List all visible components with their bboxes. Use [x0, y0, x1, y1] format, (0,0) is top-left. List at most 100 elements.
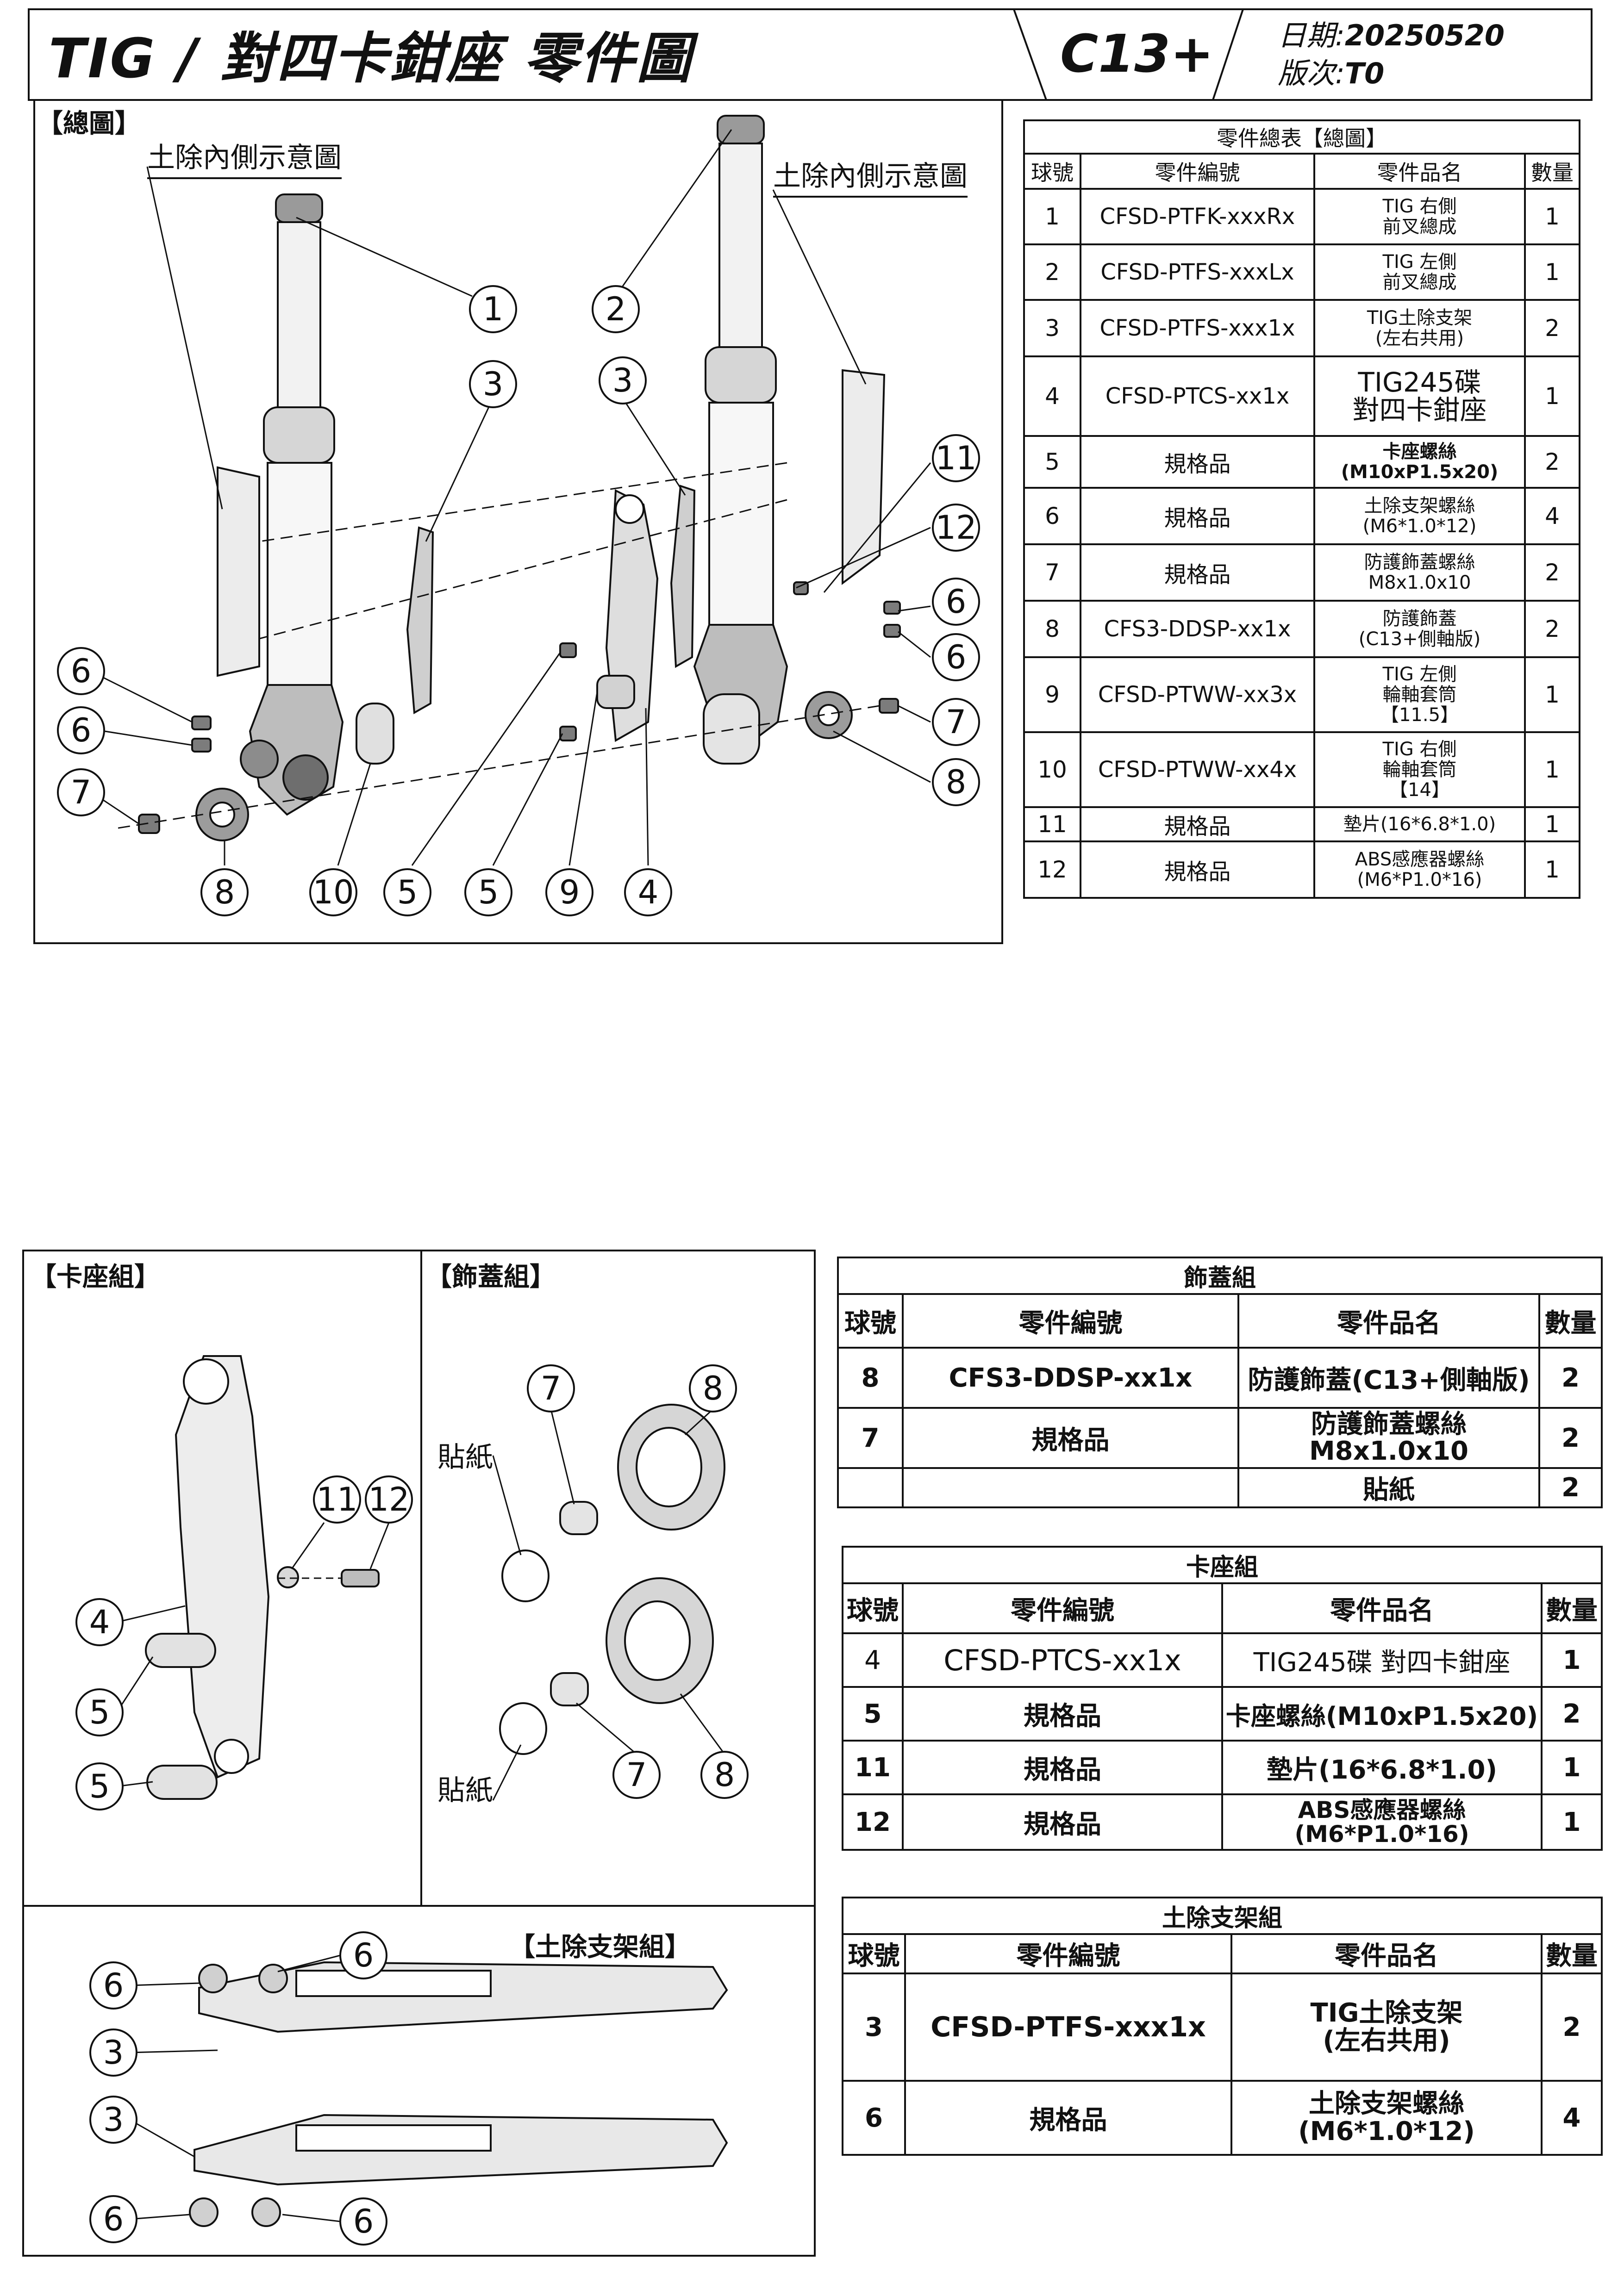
table-row: 11 規格品 墊片(16*6.8*1.0) 1 [842, 1740, 1603, 1795]
row-qty: 1 [1524, 806, 1580, 842]
cover-balloon-7-bottom: 7 [612, 1751, 661, 1799]
row-qty: 2 [1538, 1407, 1603, 1469]
balloon-8-a: 8 [932, 758, 980, 806]
row-no: 11 [842, 1740, 904, 1795]
table-row: 6 規格品 土除支架螺絲 (M6*1.0*12) 4 [842, 2080, 1603, 2156]
fender-balloon-3-b: 3 [89, 2096, 137, 2144]
version-label: 版次: [1278, 56, 1345, 90]
row-code: 規格品 [1080, 840, 1315, 899]
row-qty: 1 [1524, 840, 1580, 899]
balloon-7-a: 7 [932, 698, 980, 746]
fender-bracket-drawing [129, 1954, 728, 2227]
row-name: 墊片(16*6.8*1.0) [1313, 806, 1526, 842]
main-parts-table: 零件總表【總圖】 球號 零件編號 零件品名 數量 1 CFSD-PTFK-xxx… [1023, 119, 1580, 899]
row-qty: 2 [1540, 1686, 1603, 1742]
row-qty: 2 [1524, 435, 1580, 489]
balloon-6-b: 6 [932, 633, 980, 681]
row-name: 卡座螺絲 (M10xP1.5x20) [1313, 435, 1526, 489]
balloon-6-a: 6 [932, 578, 980, 626]
fender-balloon-3-a: 3 [89, 2028, 137, 2077]
fender-table-title: 土除支架組 [841, 1897, 1603, 1935]
row-code [902, 1467, 1239, 1508]
date-line: 日期:20250520 [1278, 21, 1505, 50]
caliper-table-title: 卡座組 [841, 1546, 1603, 1584]
date-label: 日期: [1278, 19, 1345, 52]
balloon-6-d: 6 [57, 706, 105, 754]
row-name: 防護飾蓋螺絲 M8x1.0x10 [1237, 1407, 1540, 1469]
table-row: 8 CFS3-DDSP-xx1x 防護飾蓋(C13+側軸版) 2 [837, 1347, 1603, 1409]
col-header-no: 球號 [837, 1293, 904, 1349]
sticker-label-top: 貼紙 [437, 1441, 493, 1474]
row-qty: 1 [1540, 1740, 1603, 1795]
row-no: 1 [1023, 188, 1081, 245]
version-value: T0 [1344, 56, 1385, 90]
row-no: 8 [1023, 600, 1081, 658]
overview-leader-lines [90, 129, 931, 866]
row-no: 10 [1023, 731, 1081, 808]
caliper-bracket-drawing [116, 1355, 390, 1800]
table-row: 4 CFSD-PTCS-xx1x TIG245碟 對四卡鉗座 1 [1023, 355, 1580, 437]
caliper-balloon-5-a: 5 [75, 1688, 124, 1736]
fender-balloon-6-d: 6 [339, 2197, 387, 2246]
balloon-4: 4 [624, 868, 672, 916]
col-header-no: 球號 [842, 1933, 906, 1974]
fender-balloon-6-a: 6 [89, 1961, 137, 2010]
row-code: CFSD-PTFS-xxx1x [904, 1972, 1232, 2082]
table-row: 10 CFSD-PTWW-xx4x TIG 右側 輪軸套筒 【14】 1 [1023, 731, 1580, 808]
row-no: 6 [1023, 487, 1081, 545]
main-table-title: 零件總表【總圖】 [1023, 119, 1580, 155]
col-header-no: 球號 [842, 1582, 904, 1634]
row-code: 規格品 [1080, 435, 1315, 489]
col-header-name: 零件品名 [1237, 1293, 1540, 1349]
row-code: 規格品 [902, 1686, 1223, 1742]
caliper-group-label: 【卡座組】 [31, 1262, 160, 1292]
balloon-9: 9 [545, 868, 593, 916]
row-no: 3 [842, 1972, 906, 2082]
row-code: CFSD-PTWW-xx4x [1080, 731, 1315, 808]
row-qty: 2 [1524, 299, 1580, 357]
row-code: 規格品 [1080, 806, 1315, 842]
row-name: 防護飾蓋(C13+側軸版) [1237, 1347, 1540, 1409]
table-row: 7 規格品 防護飾蓋螺絲 M8x1.0x10 2 [1023, 543, 1580, 602]
table-row: 9 CFSD-PTWW-xx3x TIG 左側 輪軸套筒 【11.5】 1 [1023, 656, 1580, 733]
col-header-name: 零件品名 [1230, 1933, 1543, 1974]
caliper-balloon-4: 4 [75, 1598, 124, 1646]
overview-panel [33, 99, 1003, 944]
table-row: 4 CFSD-PTCS-xx1x TIG245碟 對四卡鉗座 1 [842, 1632, 1603, 1688]
row-name: TIG 左側 輪軸套筒 【11.5】 [1313, 656, 1526, 733]
row-qty: 1 [1524, 656, 1580, 733]
caliper-balloon-11: 11 [313, 1475, 361, 1524]
row-qty: 2 [1524, 543, 1580, 602]
caliper-balloon-5-b: 5 [75, 1762, 124, 1811]
row-qty: 1 [1524, 243, 1580, 301]
row-name: 卡座螺絲(M10xP1.5x20) [1221, 1686, 1543, 1742]
row-no: 12 [842, 1793, 904, 1851]
row-code: CFS3-DDSP-xx1x [902, 1347, 1239, 1409]
table-row: 11 規格品 墊片(16*6.8*1.0) 1 [1023, 806, 1580, 842]
model-code: C13+ [1060, 24, 1214, 84]
row-no: 4 [842, 1632, 904, 1688]
col-header-name: 零件品名 [1221, 1582, 1543, 1634]
row-name: TIG 左側 前叉總成 [1313, 243, 1526, 301]
row-name: TIG245碟 對四卡鉗座 [1221, 1632, 1543, 1688]
row-name: 土除支架螺絲 (M6*1.0*12) [1230, 2080, 1543, 2156]
overview-exploded-drawing [90, 115, 931, 866]
overview-note-right: 土除內側示意圖 [773, 154, 968, 198]
date-value: 20250520 [1344, 19, 1505, 52]
row-no: 11 [1023, 806, 1081, 842]
cover-balloon-7-top: 7 [527, 1364, 575, 1412]
row-no: 5 [1023, 435, 1081, 489]
col-header-code: 零件編號 [902, 1293, 1239, 1349]
fender-parts-table: 土除支架組 球號 零件編號 零件品名 數量 3 CFSD-PTFS-xxx1x … [841, 1897, 1603, 2156]
row-no: 12 [1023, 840, 1081, 899]
row-name: TIG 右側 輪軸套筒 【14】 [1313, 731, 1526, 808]
balloon-12: 12 [932, 504, 980, 552]
table-row: 3 CFSD-PTFS-xxx1x TIG土除支架 (左右共用) 2 [842, 1972, 1603, 2082]
row-code: CFSD-PTWW-xx3x [1080, 656, 1315, 733]
balloon-3-right-fork: 3 [469, 360, 517, 408]
col-header-no: 球號 [1023, 153, 1081, 190]
sticker-label-bottom: 貼紙 [437, 1774, 493, 1807]
cover-balloon-8-top: 8 [689, 1364, 737, 1412]
fender-group-label: 【土除支架組】 [509, 1932, 691, 1962]
